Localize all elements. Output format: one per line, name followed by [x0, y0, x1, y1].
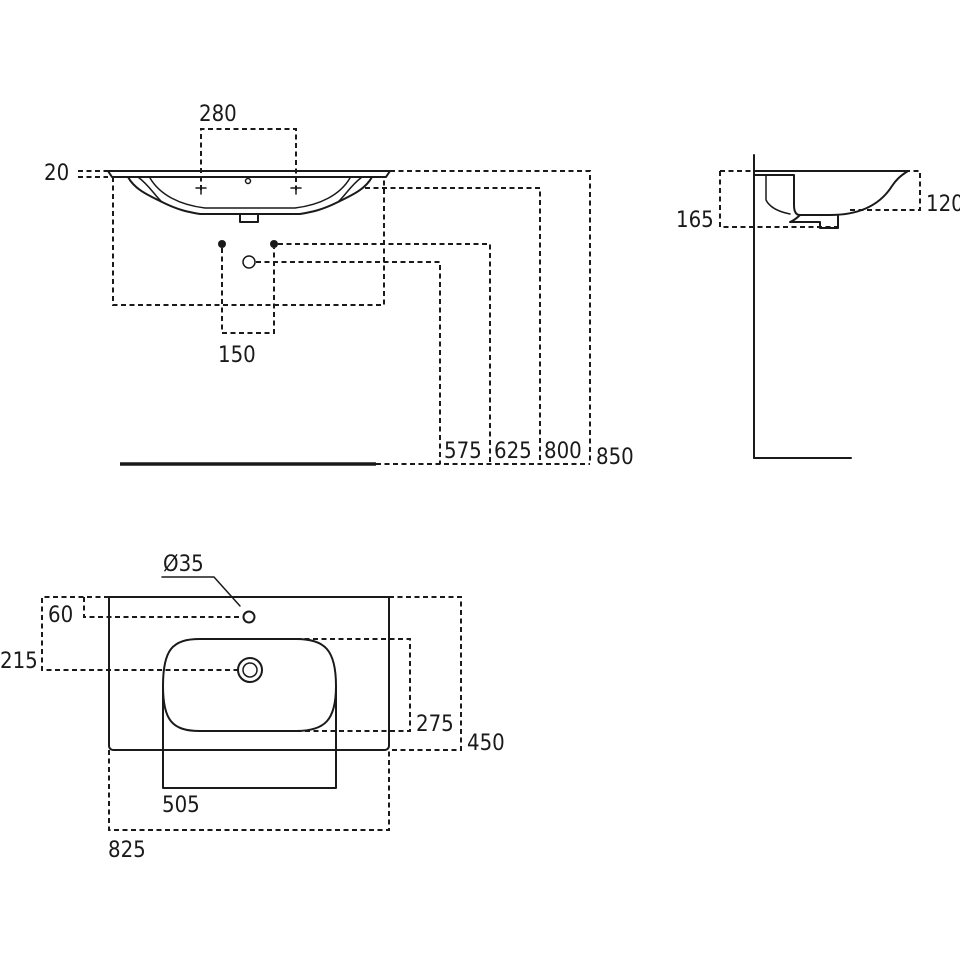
basin-base-height-dimension — [365, 187, 541, 464]
side-depth-box — [719, 170, 838, 228]
left-supply-point — [218, 240, 226, 248]
trap-pipe — [789, 214, 839, 229]
tap-hole-offset-label: 60 — [48, 603, 73, 628]
rim-thickness-leader — [78, 170, 108, 178]
front-view: 280 20 150 575 625 800 850 — [44, 102, 634, 470]
basin-rim — [107, 170, 391, 178]
side-view: 165 120 — [676, 154, 960, 459]
rim-height-dimension — [390, 170, 591, 464]
bowl-centre-dimension — [41, 596, 240, 671]
tap-hole-mark — [244, 177, 252, 185]
waste-width-dimension — [221, 248, 275, 334]
tap-hole-diameter-label: Ø35 — [163, 552, 204, 577]
overall-depth-label: 450 — [467, 731, 505, 756]
waste-outlet — [239, 213, 259, 223]
overall-width-label: 825 — [108, 838, 146, 863]
rim-height-label: 850 — [596, 445, 634, 470]
supply-height-label: 625 — [494, 439, 532, 464]
bowl-width-dimension — [162, 685, 337, 789]
right-supply-point — [270, 240, 278, 248]
vanity-unit-outline — [112, 177, 385, 306]
overall-depth-dimension — [389, 596, 462, 751]
plan-view: Ø35 60 215 275 450 505 825 — [0, 552, 505, 863]
tap-centres-dimension — [200, 128, 297, 190]
plan-waste-outer — [237, 657, 263, 683]
bowl-depth-dimension — [296, 638, 411, 732]
tap-hole-offset-dimension — [83, 597, 242, 618]
basin-bowl — [127, 176, 373, 215]
side-depth-outer-label: 165 — [676, 208, 714, 233]
outlet-height-dimension — [256, 261, 441, 464]
plan-waste-inner — [242, 662, 258, 678]
plan-tap-hole — [242, 610, 256, 624]
basin-profile-inner — [765, 174, 791, 215]
waste-width-label: 150 — [218, 343, 256, 368]
side-depth-inner-label: 120 — [926, 192, 960, 217]
bowl-centre-label: 215 — [0, 649, 38, 674]
waste-outlet-point — [242, 255, 256, 269]
tap-centres-label: 280 — [199, 102, 237, 127]
basin-right-support — [337, 176, 363, 203]
plan-basin-outline — [108, 596, 390, 751]
basin-profile — [753, 170, 909, 216]
overall-width-dimension — [108, 750, 390, 831]
basin-left-support — [137, 176, 163, 203]
plan-bowl — [162, 638, 337, 732]
supply-height-dimension — [278, 243, 491, 464]
rim-thickness-label: 20 — [44, 161, 69, 186]
side-inner-depth — [850, 170, 921, 211]
tap-hole-leader — [161, 576, 241, 607]
outlet-height-label: 575 — [444, 439, 482, 464]
basin-inner-curve — [149, 177, 351, 209]
bowl-width-label: 505 — [162, 793, 200, 818]
bowl-depth-label: 275 — [416, 712, 454, 737]
basin-base-height-label: 800 — [544, 439, 582, 464]
